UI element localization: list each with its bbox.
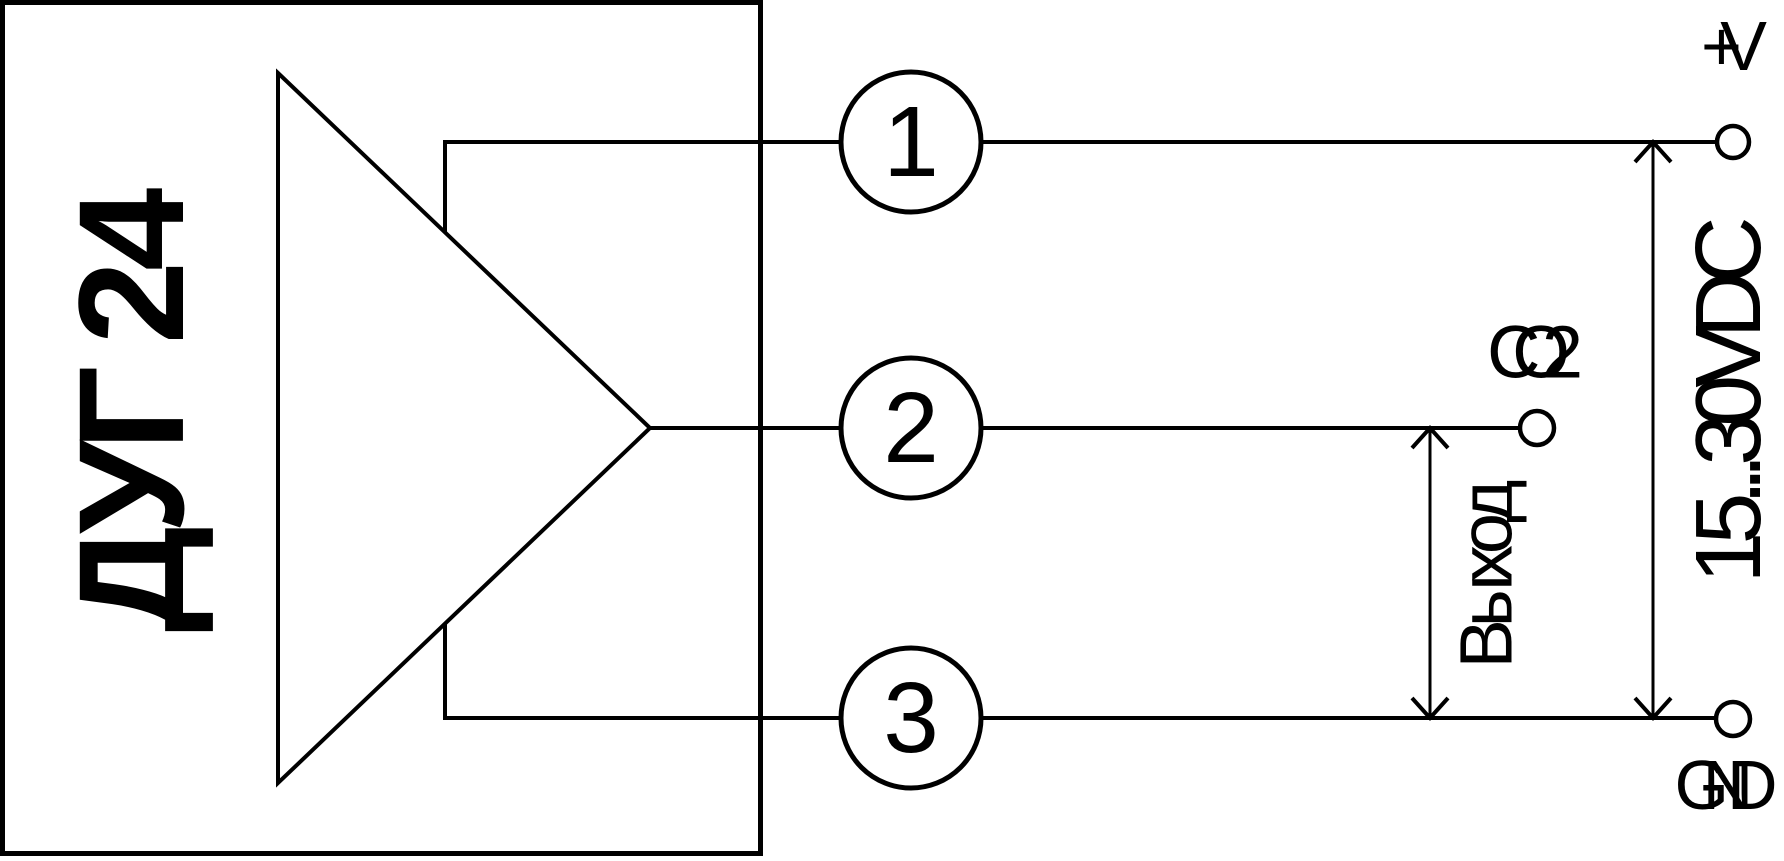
wires — [443, 140, 1717, 720]
terminal-ground-label: GND — [1675, 746, 1778, 824]
pin-3-circle — [838, 645, 984, 791]
supply-range-label: 15...30VDC — [1676, 217, 1780, 584]
device: ДУГ 24 — [0, 0, 763, 856]
terminal-power-circle — [1714, 123, 1752, 161]
arrow-up-icon — [1633, 139, 1673, 164]
pin-1-circle — [838, 69, 984, 215]
terminal-output-circle — [1517, 408, 1557, 448]
sensor-triangle — [276, 68, 653, 788]
arrow-up-icon — [1410, 425, 1450, 450]
wire-3 — [443, 624, 1717, 720]
arrow-down-icon — [1410, 696, 1450, 721]
pin-1-number: 1 — [883, 86, 939, 198]
terminals: +V CO2 GND — [1487, 7, 1778, 824]
pin-3-number: 3 — [883, 662, 939, 774]
arrow-down-icon — [1633, 696, 1673, 721]
dimension-supply: 15...30VDC — [1633, 139, 1780, 721]
terminal-ground-circle — [1713, 699, 1753, 739]
terminal-power-label: +V — [1701, 7, 1767, 85]
dimension-output: Выход — [1410, 425, 1528, 721]
pin-2-number: 2 — [883, 372, 939, 484]
wire-1 — [443, 140, 1717, 232]
pins: 1 2 3 — [838, 69, 984, 791]
terminal-output-label: CO2 — [1487, 311, 1583, 394]
device-label: ДУГ 24 — [47, 188, 215, 633]
pin-2-circle — [838, 355, 984, 501]
output-span-label: Выход — [1445, 480, 1528, 669]
